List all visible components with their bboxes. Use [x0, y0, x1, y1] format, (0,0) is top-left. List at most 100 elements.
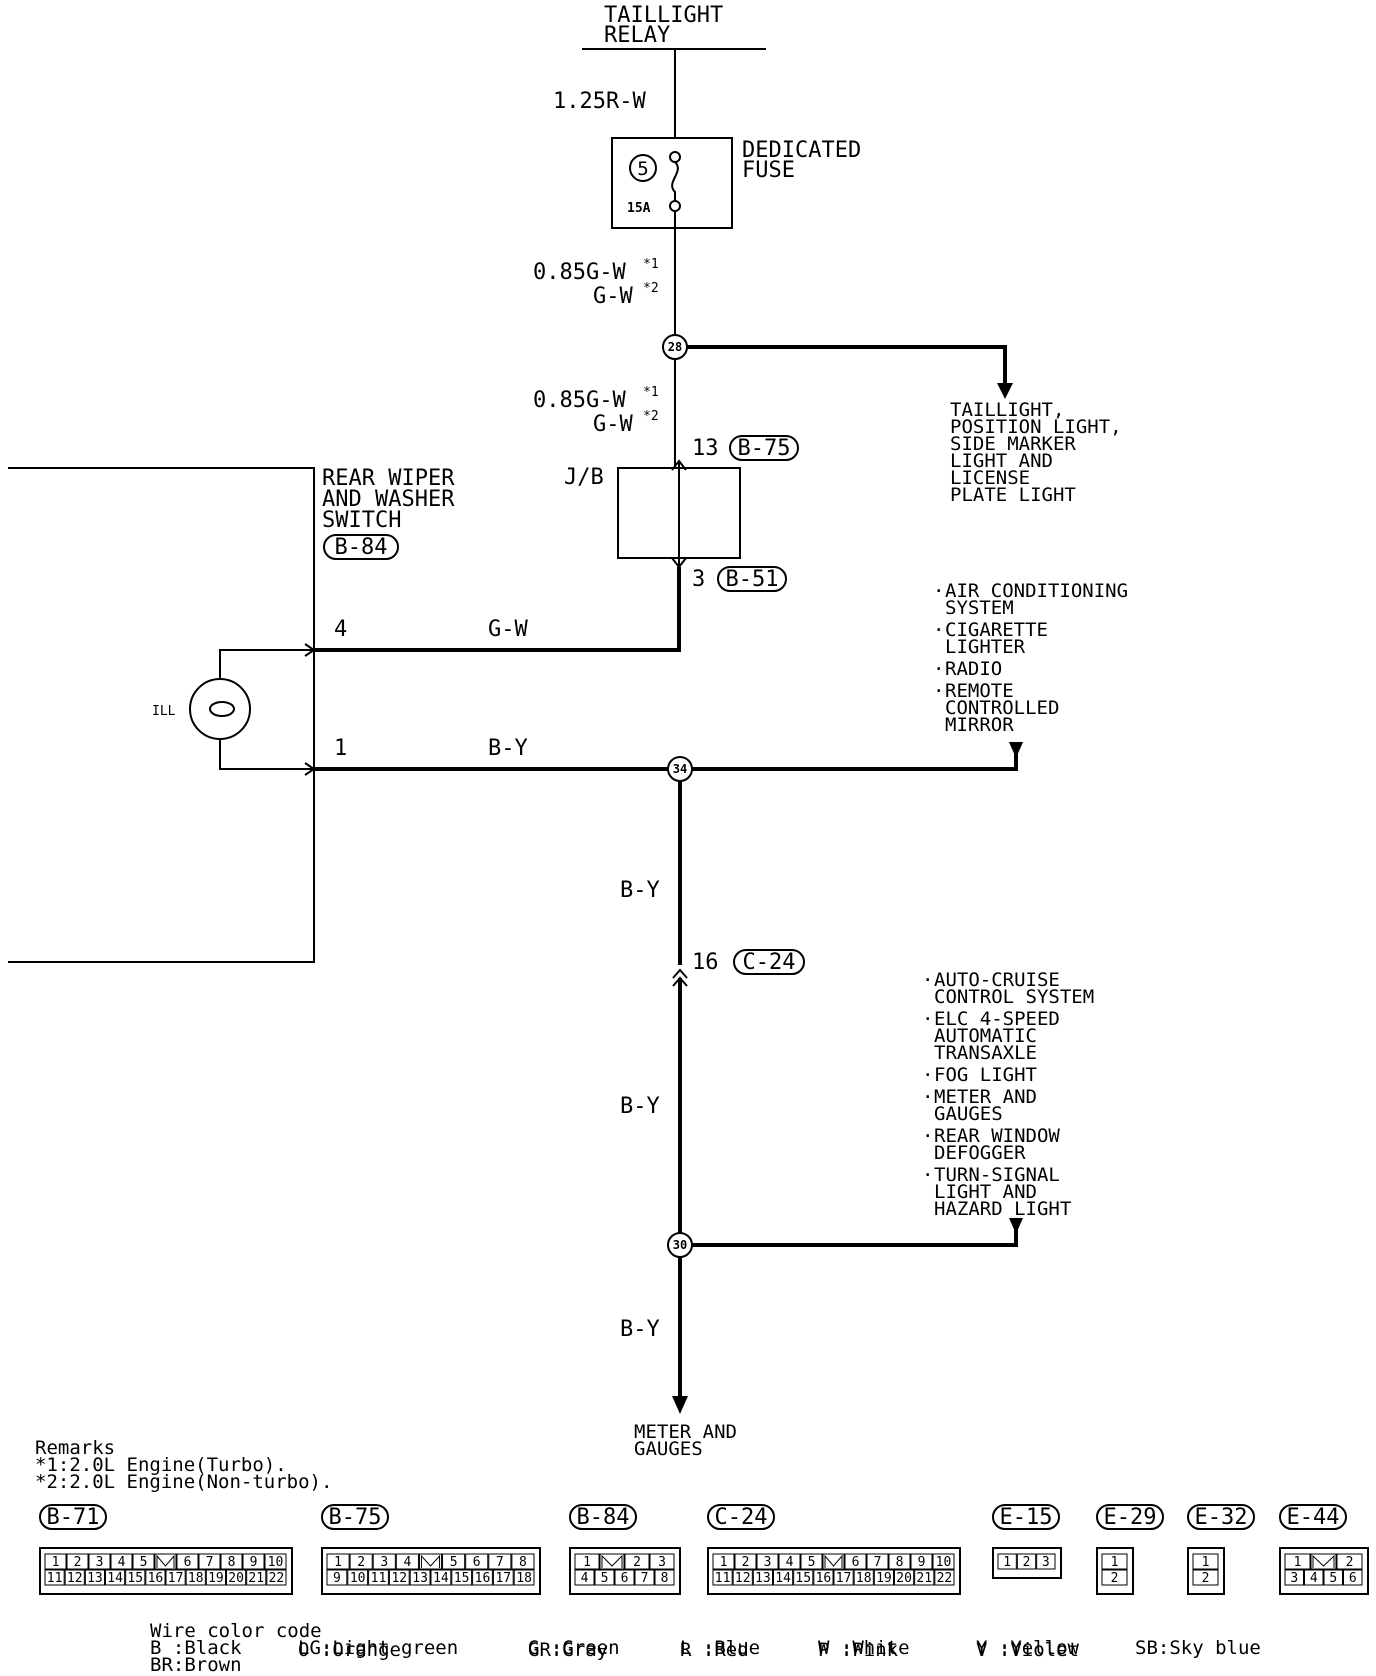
connector-pin-label: 17	[495, 1571, 511, 1586]
connector-pin-label: 3	[1290, 1571, 1298, 1586]
connector-pin-label: 2	[1202, 1571, 1210, 1586]
color-code-entry: W :White	[818, 1637, 910, 1659]
connector-cell	[594, 1569, 615, 1586]
connector-pin-label: 7	[641, 1571, 649, 1586]
connector-cell	[110, 1553, 133, 1570]
arrow-meter	[672, 1396, 688, 1414]
ill-wire-top	[219, 649, 314, 679]
g30-item-5a: REAR WINDOW	[934, 1125, 1060, 1147]
ill-filament	[209, 701, 235, 717]
connector-badge	[1187, 1504, 1255, 1530]
connector-cell	[778, 1553, 801, 1570]
jb-label: J/B	[564, 465, 604, 490]
meter-dest-2: GAUGES	[634, 1438, 703, 1460]
g30-item-4a: METER AND	[934, 1086, 1037, 1108]
connector-pin-label: 4	[1310, 1571, 1318, 1586]
node-30-label: 30	[673, 1238, 687, 1252]
connector-name: B-84	[577, 1505, 630, 1530]
connector-pin-label: 13	[87, 1571, 103, 1586]
connector-pin-label: 17	[168, 1571, 184, 1586]
connector-pin-label: 14	[433, 1571, 449, 1586]
taillight-dest-4: LIGHT AND	[950, 450, 1053, 472]
dedicated-fuse: 5 15A DEDICATED FUSE	[611, 137, 861, 229]
jb-top-terminal	[671, 459, 687, 471]
connector-pin-label: 5	[601, 1571, 609, 1586]
connector-cell	[813, 1569, 834, 1586]
connector-pin-label: 1	[1111, 1555, 1119, 1570]
connector-pin-label: 10	[350, 1571, 366, 1586]
fuse-number-circle	[629, 154, 657, 182]
connector-pin-label: 8	[228, 1555, 236, 1570]
connector-name: E-32	[1195, 1505, 1248, 1530]
wire-node34-group	[692, 742, 1018, 771]
connector-cell	[372, 1553, 396, 1570]
taillight-dest-3: SIDE MARKER	[950, 433, 1076, 455]
node-30-circle	[667, 1232, 693, 1258]
connector-pin-label: 5	[140, 1555, 148, 1570]
connector-cell	[472, 1569, 493, 1586]
connector-cell	[734, 1553, 757, 1570]
color-code-entry: R :Red	[680, 1639, 749, 1661]
connector-cell	[1192, 1569, 1219, 1586]
connector-badge	[707, 1504, 775, 1530]
connector-pin-label: 1	[720, 1555, 728, 1570]
connector-cell	[822, 1553, 845, 1570]
connector-cell	[800, 1553, 823, 1570]
connector-cell	[395, 1553, 419, 1570]
remarks: Remarks *1:2.0L Engine(Turbo). *2:2.0L E…	[35, 1437, 332, 1493]
connector-pin-label: 3	[96, 1555, 104, 1570]
connector-pin-label: 16	[148, 1571, 164, 1586]
connector-pin-label: 1	[52, 1555, 60, 1570]
node-28: 28	[662, 334, 688, 360]
connector-pin-label: 15	[454, 1571, 470, 1586]
connector-cell	[888, 1553, 911, 1570]
g34-item-4a: REMOTE	[945, 680, 1014, 702]
remarks-line-2: *2:2.0L Engine(Non-turbo).	[35, 1471, 332, 1493]
switch-terminal-4	[304, 643, 316, 657]
connector-name: E-44	[1287, 1505, 1340, 1530]
node-34: 34	[667, 756, 693, 782]
color-code-title: Wire color code	[150, 1620, 322, 1642]
g34-bullet-2: ·	[933, 619, 944, 641]
connector-pin-label: 15	[795, 1571, 811, 1586]
ill-lamp	[189, 678, 251, 740]
connector-name: B-75	[329, 1505, 382, 1530]
remarks-line-1: *1:2.0L Engine(Turbo).	[35, 1454, 287, 1476]
connector-cell	[66, 1553, 89, 1570]
switch-label-2: AND WASHER	[322, 487, 455, 512]
connector-pin-label: 7	[206, 1555, 214, 1570]
connector-pin-label: 3	[1042, 1555, 1050, 1570]
connector-cell	[84, 1569, 106, 1586]
meter-dest-1: METER AND	[634, 1421, 737, 1443]
connector-cell	[264, 1553, 287, 1570]
connector-cell	[511, 1553, 535, 1570]
color-code-entry: GR:Gray	[528, 1639, 608, 1661]
g30-bullet-6: ·	[922, 1164, 933, 1186]
g34-item-2a: CIGARETTE	[945, 619, 1048, 641]
connector-badge	[1096, 1504, 1164, 1530]
connector-cell	[599, 1553, 625, 1570]
connector-cell	[866, 1553, 889, 1570]
connector-pin-label: 16	[475, 1571, 491, 1586]
connector-pin-label: 3	[658, 1555, 666, 1570]
connector-key	[601, 1554, 623, 1568]
g30-item-3a: FOG LIGHT	[934, 1064, 1037, 1086]
connector-pin-label: 5	[1329, 1571, 1337, 1586]
connector-cell	[1016, 1553, 1037, 1570]
arrow-group30	[1009, 1218, 1023, 1234]
taillight-relay-label-1: TAILLIGHT	[604, 3, 723, 28]
connector-cell	[773, 1569, 794, 1586]
connector-cell	[409, 1569, 431, 1586]
ill-label: ILL	[152, 704, 176, 719]
group30-destinations: · AUTO-CRUISE CONTROL SYSTEM · ELC 4-SPE…	[922, 969, 1094, 1220]
connector-cell	[574, 1569, 595, 1586]
node-34-circle	[667, 756, 693, 782]
taillight-dest-1: TAILLIGHT,	[950, 399, 1064, 421]
connector-pin-label: 14	[107, 1571, 123, 1586]
g30-bullet-3: ·	[922, 1064, 933, 1086]
connector-pin-label: 20	[228, 1571, 244, 1586]
g30-item-2b: AUTOMATIC	[934, 1025, 1037, 1047]
connector-cell	[712, 1569, 733, 1586]
